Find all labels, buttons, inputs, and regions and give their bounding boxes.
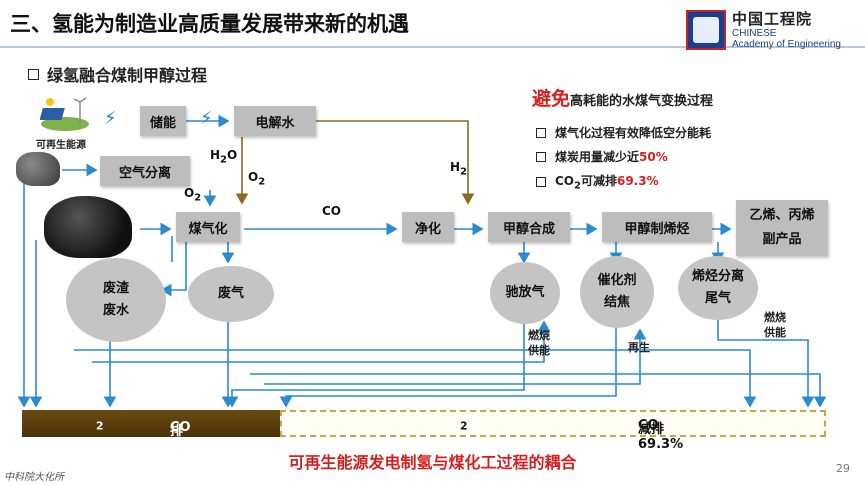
h2-label: H2 xyxy=(450,160,468,178)
h2o-label: H2O xyxy=(210,148,238,166)
coal-small-icon xyxy=(16,152,60,186)
co-label: CO xyxy=(322,204,342,218)
air-separation-box: 空气分离 xyxy=(100,156,190,186)
purge-gas-ellipse: 驰放气 xyxy=(490,262,560,324)
products-box: 乙烯、丙烯 副产品 xyxy=(736,200,828,256)
olefin-separation-ellipse: 烯烃分离尾气 xyxy=(678,256,758,320)
cae-logo-icon xyxy=(686,10,726,50)
page-number: 29 xyxy=(836,462,850,475)
bullet-item: 煤炭用量减少近50% xyxy=(536,148,668,165)
waste-slag-water-ellipse: 废渣废水 xyxy=(66,258,166,342)
purification-box: 净化 xyxy=(402,212,454,242)
catalyst-coking-ellipse: 催化剂结焦 xyxy=(580,256,654,328)
regeneration-label: 再生 xyxy=(628,341,650,354)
checkbox-square-icon xyxy=(536,127,546,138)
o2-label-air: O2 xyxy=(184,186,202,204)
lightning-icon: ⚡ xyxy=(200,108,213,129)
burn-supply-label-1: 燃烧供能 xyxy=(528,329,550,357)
checkbox-square-icon xyxy=(536,176,546,187)
bullet-item: 煤气化过程有效降低空分能耗 xyxy=(536,124,711,141)
title-divider xyxy=(0,46,865,48)
logo-chinese-text: 中国工程院 xyxy=(732,10,813,28)
logo-english-text: CHINESE Academy of Engineering xyxy=(732,28,841,50)
checkbox-square-icon xyxy=(28,68,39,80)
slide-caption: 可再生能源发电制氢与煤化工过程的耦合 xyxy=(288,453,577,472)
methanol-to-olefins-box: 甲醇制烯烃 xyxy=(602,212,712,242)
solar-wind-icon xyxy=(40,97,89,131)
page-title: 三、氢能为制造业高质量发展带来新的机遇 xyxy=(10,12,409,36)
section-heading: 绿氢融合煤制甲醇过程 xyxy=(28,62,207,86)
source-label: 中科院大化所 xyxy=(4,472,64,483)
storage-box: 储能 xyxy=(140,106,186,136)
lightning-icon: ⚡ xyxy=(104,108,117,129)
renewable-energy-label: 可再生能源 xyxy=(36,140,86,151)
methanol-synthesis-box: 甲醇合成 xyxy=(488,212,570,242)
electrolysis-box: 电解水 xyxy=(234,106,316,136)
burn-supply-label-2: 燃烧供能 xyxy=(764,311,786,339)
gasification-box: 煤气化 xyxy=(176,212,240,242)
avoid-heading: 避免高耗能的水煤气变换过程 xyxy=(532,88,714,110)
waste-gas-ellipse: 废气 xyxy=(188,266,274,322)
bullet-item: CO2可减排69.3% xyxy=(536,172,659,191)
checkbox-square-icon xyxy=(536,151,546,162)
coal-pile-icon xyxy=(44,196,132,258)
o2-label-electrolysis: O2 xyxy=(248,170,266,188)
